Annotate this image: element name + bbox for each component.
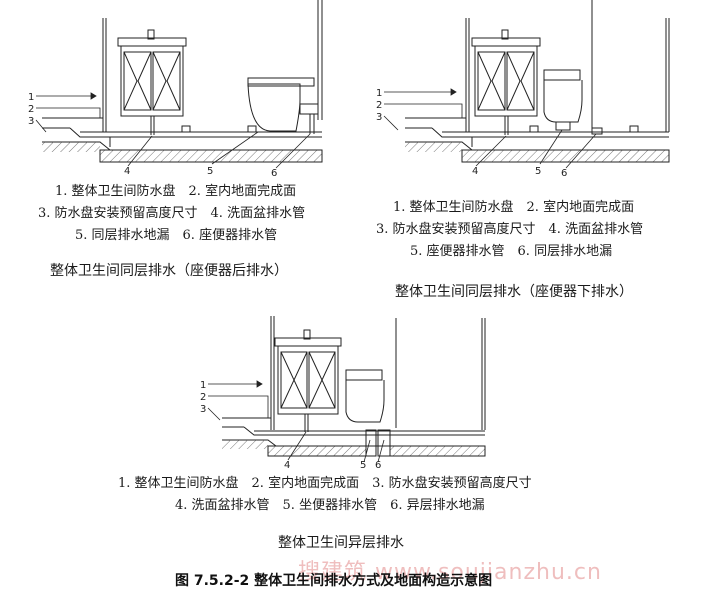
panel-1-callout-2: 2 [28,104,34,115]
panel-3-callout-6: 6 [375,460,381,471]
figure-caption: 图 7.5.2-2 整体卫生间排水方式及地面构造示意图 [175,573,493,589]
panel-1-caption: 整体卫生间同层排水（座便器后排水） [50,263,288,279]
panel-3-callout-2: 2 [200,392,206,403]
panel-2-legend-line-1: 1. 整体卫生间防水盘 2. 室内地面完成面 [393,200,635,215]
watermark: 搜建筑 www.soujianzhu.cn [298,560,602,585]
panel-1-legend-line-3: 5. 同层排水地漏 6. 座便器排水管 [75,228,278,243]
panel-2-callout-4: 4 [472,166,478,177]
panel-1-callout-4: 4 [124,166,130,177]
panel-3-callout-4: 4 [284,460,290,471]
panel-3-legend-line-2: 4. 洗面盆排水管 5. 坐便器排水管 6. 异层排水地漏 [175,498,485,513]
panel-3-callout-1: 1 [200,380,206,391]
panel-1-legend-line-2: 3. 防水盘安装预留高度尺寸 4. 洗面盆排水管 [38,206,306,221]
panel-3-callout-5: 5 [360,460,366,471]
panel-3-caption: 整体卫生间异层排水 [278,535,404,551]
panel-1-legend-line-1: 1. 整体卫生间防水盘 2. 室内地面完成面 [55,184,297,199]
panel-2-callout-6: 6 [561,168,567,179]
panel-2-callout-5: 5 [535,166,541,177]
panel-1-callout-5: 5 [207,166,213,177]
panel-1-callout-3: 3 [28,116,34,127]
panel-2-legend-line-2: 3. 防水盘安装预留高度尺寸 4. 洗面盆排水管 [376,222,644,237]
panel-1-callout-6: 6 [271,168,277,179]
panel-2-callout-3: 3 [376,112,382,123]
panel-3-legend-line-1: 1. 整体卫生间防水盘 2. 室内地面完成面 3. 防水盘安装预留高度尺寸 [118,476,532,491]
panel-3-callout-3: 3 [200,404,206,415]
panel-2-callout-2: 2 [376,100,382,111]
panel-2-caption: 整体卫生间同层排水（座便器下排水） [395,284,633,300]
panel-2-legend-line-3: 5. 座便器排水管 6. 同层排水地漏 [410,244,613,259]
panel-1-callout-1: 1 [28,92,34,103]
panel-2-callout-1: 1 [376,88,382,99]
